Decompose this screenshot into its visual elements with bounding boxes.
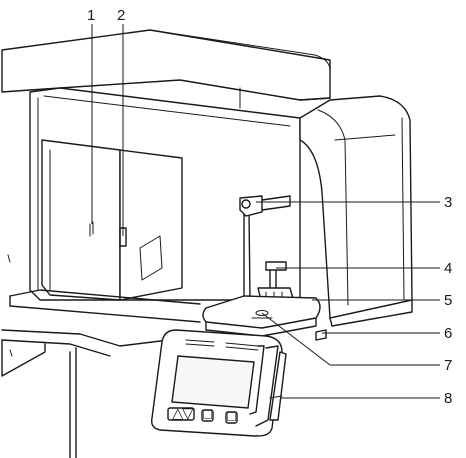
- callout-2: 2: [117, 7, 125, 24]
- callout-8: 8: [444, 390, 452, 407]
- control-panel-buttons: △ ▽ □ □: [167, 405, 238, 425]
- button-down-label: ▽: [182, 405, 194, 422]
- base-ledge: [1, 289, 413, 458]
- button-square-2-label: □: [227, 408, 236, 425]
- button-square-1-label: □: [203, 406, 212, 423]
- side-handle: [269, 351, 287, 421]
- top-housing: [1, 29, 331, 109]
- head-support: [239, 195, 291, 301]
- chin-rest-table: [202, 295, 321, 337]
- button-square-1[interactable]: □: [201, 406, 214, 423]
- callout-labels: 1 2 3 4 5 6 7 8: [87, 7, 452, 407]
- button-up-label: △: [172, 405, 184, 422]
- callout-6: 6: [444, 325, 452, 342]
- callout-4: 4: [444, 260, 452, 277]
- callout-5: 5: [444, 292, 452, 309]
- housing-right-column: [299, 95, 413, 319]
- sensor-cassette: [7, 139, 183, 301]
- touchscreen: [171, 355, 255, 409]
- leader-lines: [91, 24, 440, 399]
- callout-3: 3: [444, 194, 452, 211]
- button-up-down[interactable]: △ ▽: [167, 405, 195, 422]
- button-square-2[interactable]: □: [225, 408, 238, 425]
- callout-1: 1: [87, 7, 95, 24]
- leader-7: [261, 312, 440, 366]
- callout-7: 7: [444, 357, 452, 374]
